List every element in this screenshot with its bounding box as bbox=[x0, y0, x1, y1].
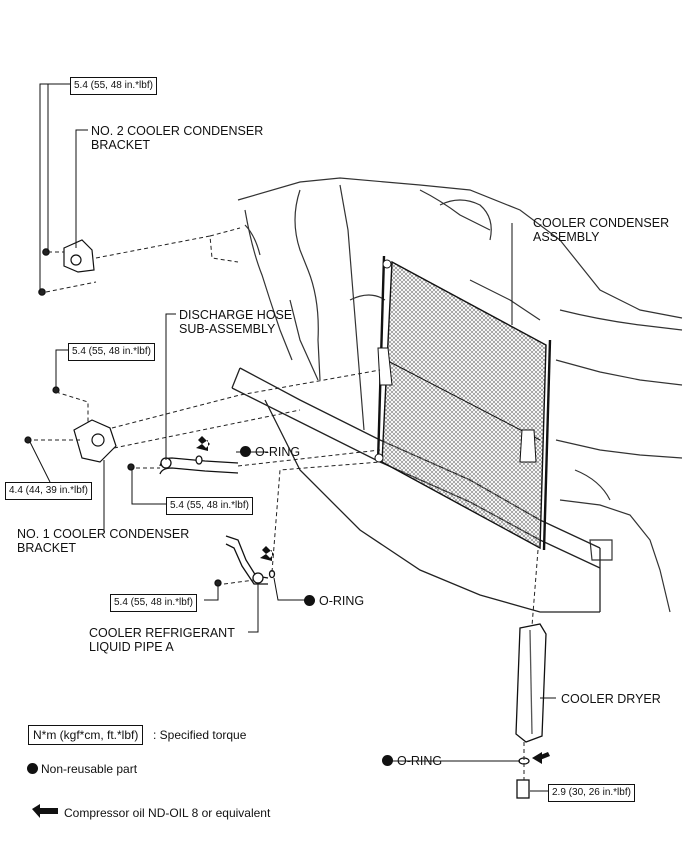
torque-no1-top: 5.4 (55, 48 in.*lbf) bbox=[68, 343, 155, 361]
label-discharge-hose-line1: DISCHARGE HOSE bbox=[179, 308, 293, 322]
label-discharge-hose: DISCHARGE HOSE SUB-ASSEMBLY bbox=[179, 308, 292, 336]
label-oring-pipe: O-RING bbox=[319, 594, 365, 608]
legend-torque-box: N*m (kgf*cm, ft.*lbf) bbox=[28, 725, 144, 745]
no2-bracket bbox=[38, 239, 95, 296]
oil-arrows bbox=[32, 436, 550, 818]
label-no2-bracket-line2: BRACKET bbox=[91, 138, 151, 152]
discharge-hose bbox=[127, 455, 239, 475]
leader-lines bbox=[29, 83, 556, 792]
torque-pipe: 5.4 (55, 48 in.*lbf) bbox=[110, 594, 197, 612]
condenser-core bbox=[374, 255, 552, 551]
legend-torque-desc: : Specified torque bbox=[153, 728, 247, 742]
legend-oil: Compressor oil ND-OIL 8 or equivalent bbox=[64, 806, 271, 820]
label-no2-bracket: NO. 2 COOLER CONDENSER BRACKET bbox=[91, 124, 263, 152]
nonreusable-dot-pipe bbox=[304, 595, 315, 606]
cooler-dryer bbox=[515, 623, 547, 799]
label-liquid-pipe-line1: COOLER REFRIGERANT bbox=[89, 626, 235, 640]
liquid-pipe bbox=[214, 535, 276, 587]
label-no1-bracket: NO. 1 COOLER CONDENSER BRACKET bbox=[17, 527, 189, 555]
torque-no1-side: 4.4 (44, 39 in.*lbf) bbox=[5, 482, 92, 500]
no1-bracket bbox=[24, 386, 117, 463]
label-no1-bracket-line2: BRACKET bbox=[17, 541, 77, 555]
assembly-lines bbox=[34, 227, 539, 780]
nonreusable-dot-dryer bbox=[382, 755, 393, 766]
label-liquid-pipe-line2: LIQUID PIPE A bbox=[89, 640, 174, 654]
nonreusable-dot-hose bbox=[240, 446, 251, 457]
label-condenser-line1: COOLER CONDENSER bbox=[533, 216, 670, 230]
label-condenser: COOLER CONDENSER ASSEMBLY bbox=[533, 216, 669, 244]
torque-dryer: 2.9 (30, 26 in.*lbf) bbox=[548, 784, 635, 802]
label-cooler-dryer: COOLER DRYER bbox=[561, 692, 661, 706]
label-oring-hose: O-RING bbox=[255, 445, 301, 459]
label-oring-dryer: O-RING bbox=[397, 754, 443, 768]
label-liquid-pipe: COOLER REFRIGERANT LIQUID PIPE A bbox=[89, 626, 235, 654]
torque-no2-bracket: 5.4 (55, 48 in.*lbf) bbox=[70, 77, 157, 95]
label-no1-bracket-line1: NO. 1 COOLER CONDENSER bbox=[17, 527, 190, 541]
label-discharge-hose-line2: SUB-ASSEMBLY bbox=[179, 322, 276, 336]
label-no2-bracket-line1: NO. 2 COOLER CONDENSER bbox=[91, 124, 264, 138]
torque-hose: 5.4 (55, 48 in.*lbf) bbox=[166, 497, 253, 515]
label-condenser-line2: ASSEMBLY bbox=[533, 230, 600, 244]
legend-nonreusable: Non-reusable part bbox=[41, 762, 138, 776]
legend-nonreusable-dot bbox=[27, 763, 38, 774]
